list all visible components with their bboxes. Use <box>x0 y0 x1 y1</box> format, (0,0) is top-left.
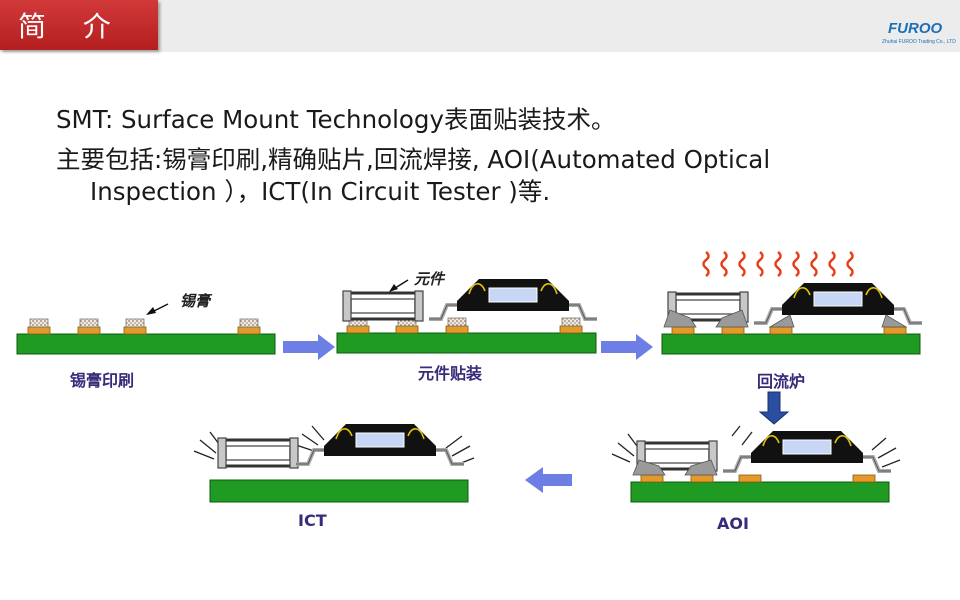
logo-subtitle: Zhuhai FUROO Trading Co., LTD <box>882 39 956 45</box>
step-aoi: AOI <box>611 425 901 533</box>
step-ict: ICT <box>193 422 475 530</box>
step-component-placement: 元件 元件贴装 <box>336 270 599 383</box>
arrow-step-2-to-3 <box>601 334 653 360</box>
pcb-board-2 <box>336 332 597 354</box>
arrow-down-to-aoi <box>758 391 790 425</box>
label-step-1: 锡膏印刷 <box>70 371 134 390</box>
arrow-step-4-to-5 <box>525 467 572 493</box>
chip-component-2 <box>341 289 425 323</box>
title-tab: 简 介 <box>0 0 158 50</box>
page-title: 简 介 <box>18 10 125 43</box>
label-step-2: 元件贴装 <box>418 364 482 383</box>
header-bar <box>0 0 960 52</box>
step-solder-paste-printing: 锡膏 锡膏印刷 <box>16 292 276 390</box>
label-step-3: 回流炉 <box>757 372 805 391</box>
intro-line-2: 主要包括:锡膏印刷,精确贴片,回流焊接, AOI(Automated Optic… <box>56 145 771 174</box>
intro-line-3: Inspection ），ICT(In Circuit Tester )等. <box>90 177 551 206</box>
step-reflow-oven: 回流炉 <box>661 251 924 425</box>
callout-paste: 锡膏 <box>180 292 213 310</box>
callout-component: 元件 <box>414 270 446 288</box>
ic-component-3 <box>752 281 924 325</box>
pcb-board-3 <box>661 333 921 355</box>
label-step-5: ICT <box>298 511 327 530</box>
company-logo: FUROO Zhuhai FUROO Trading Co., LTD <box>880 20 960 50</box>
heat-waves <box>702 251 854 277</box>
glow-lines-ict <box>193 425 475 466</box>
logo-wordmark: FUROO <box>888 20 943 37</box>
pads-1 <box>27 318 261 335</box>
pcb-board-4 <box>630 481 890 503</box>
ic-component-5 <box>294 422 466 466</box>
arrow-step-1-to-2 <box>283 334 335 360</box>
pcb-board-5 <box>209 479 469 503</box>
label-step-4: AOI <box>717 514 749 533</box>
ic-component-2 <box>427 277 599 321</box>
pcb-board-1 <box>16 333 276 355</box>
glow-lines-aoi <box>611 425 901 468</box>
intro-line-1: SMT: Surface Mount Technology表面贴装技术。 <box>56 105 616 134</box>
chip-component-5 <box>216 436 300 470</box>
